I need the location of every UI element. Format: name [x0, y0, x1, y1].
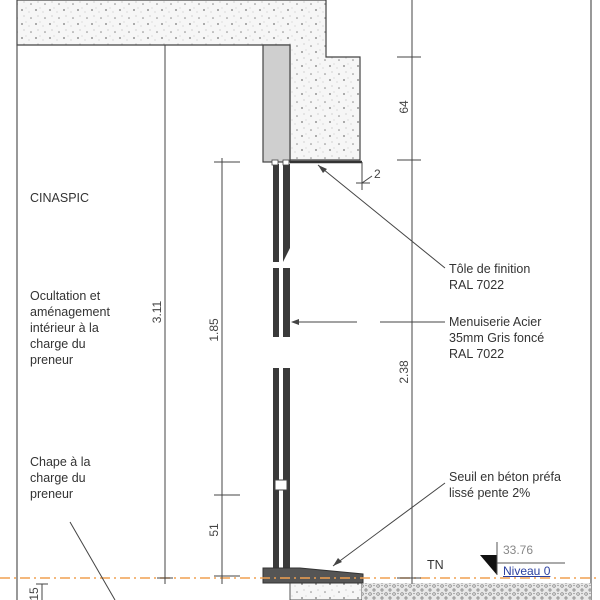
concrete-sill	[262, 567, 364, 584]
leader-arrows	[291, 165, 342, 566]
label-menuiserie: Menuiserie Acier 35mm Gris foncé RAL 702…	[449, 315, 545, 361]
leader-lines	[69, 164, 446, 600]
level-marker-icon	[480, 555, 497, 575]
label-cinaspic: CINASPIC	[30, 191, 90, 205]
label-seuil: Seuil en béton préfa lissé pente 2%	[449, 470, 561, 500]
dimension-lines	[36, 0, 421, 600]
dimension-2-38: 2.38	[397, 360, 411, 384]
ground-concrete	[289, 581, 363, 600]
concrete-slab	[16, 0, 361, 161]
steel-frame	[271, 159, 290, 568]
dimension-3-11: 3.11	[150, 300, 164, 323]
finishing-panel	[262, 44, 291, 163]
label-tole: Tôle de finition RAL 7022	[449, 262, 531, 292]
dimension-1-85: 1.85	[207, 318, 221, 342]
dimension-51: 51	[207, 523, 221, 537]
level-value: 33.76	[503, 543, 534, 557]
label-tn: TN	[427, 558, 444, 572]
label-chape: Chape à la charge du preneur	[30, 455, 91, 501]
dimension-15: 15	[27, 587, 41, 600]
label-occultation: Ocultation et aménagement intérieur à la…	[30, 289, 110, 367]
dimension-64: 64	[397, 100, 411, 114]
level-name-link[interactable]: Niveau 0	[503, 564, 551, 578]
dimension-2: 2	[374, 167, 381, 181]
ground-gravel	[362, 583, 591, 600]
